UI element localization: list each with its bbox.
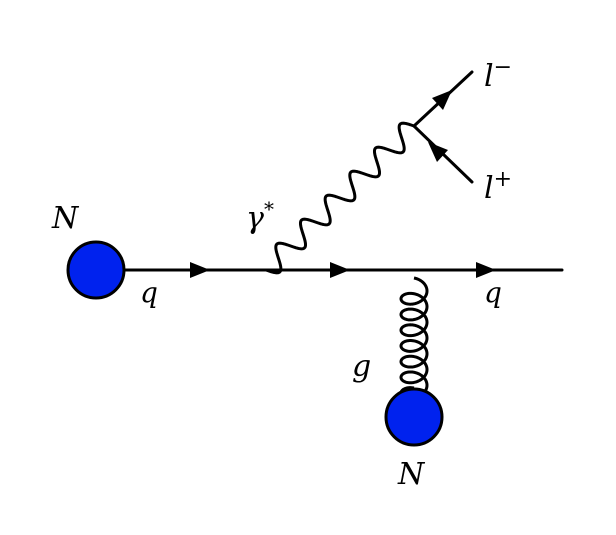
label-nucleon-bottom: N bbox=[397, 457, 426, 492]
lepton-plus-arrow bbox=[428, 142, 448, 162]
quark-arrow-2 bbox=[330, 262, 350, 278]
nucleon-left bbox=[66, 240, 126, 300]
label-lepton-plus: l+ bbox=[484, 167, 512, 206]
nucleon-bottom bbox=[384, 387, 444, 447]
quark-arrow-1 bbox=[190, 262, 210, 278]
label-lepton-minus: l− bbox=[484, 55, 512, 94]
label-photon: γ* bbox=[246, 197, 274, 236]
lepton-minus-arrow bbox=[432, 90, 452, 110]
label-nucleon-left: N bbox=[51, 201, 80, 236]
label-quark-in: q bbox=[140, 276, 158, 309]
quark-arrow-3 bbox=[476, 262, 496, 278]
photon-wave bbox=[265, 121, 415, 275]
label-gluon: g bbox=[352, 349, 371, 384]
gluon-coil bbox=[399, 276, 429, 400]
label-quark-out: q bbox=[484, 276, 502, 309]
